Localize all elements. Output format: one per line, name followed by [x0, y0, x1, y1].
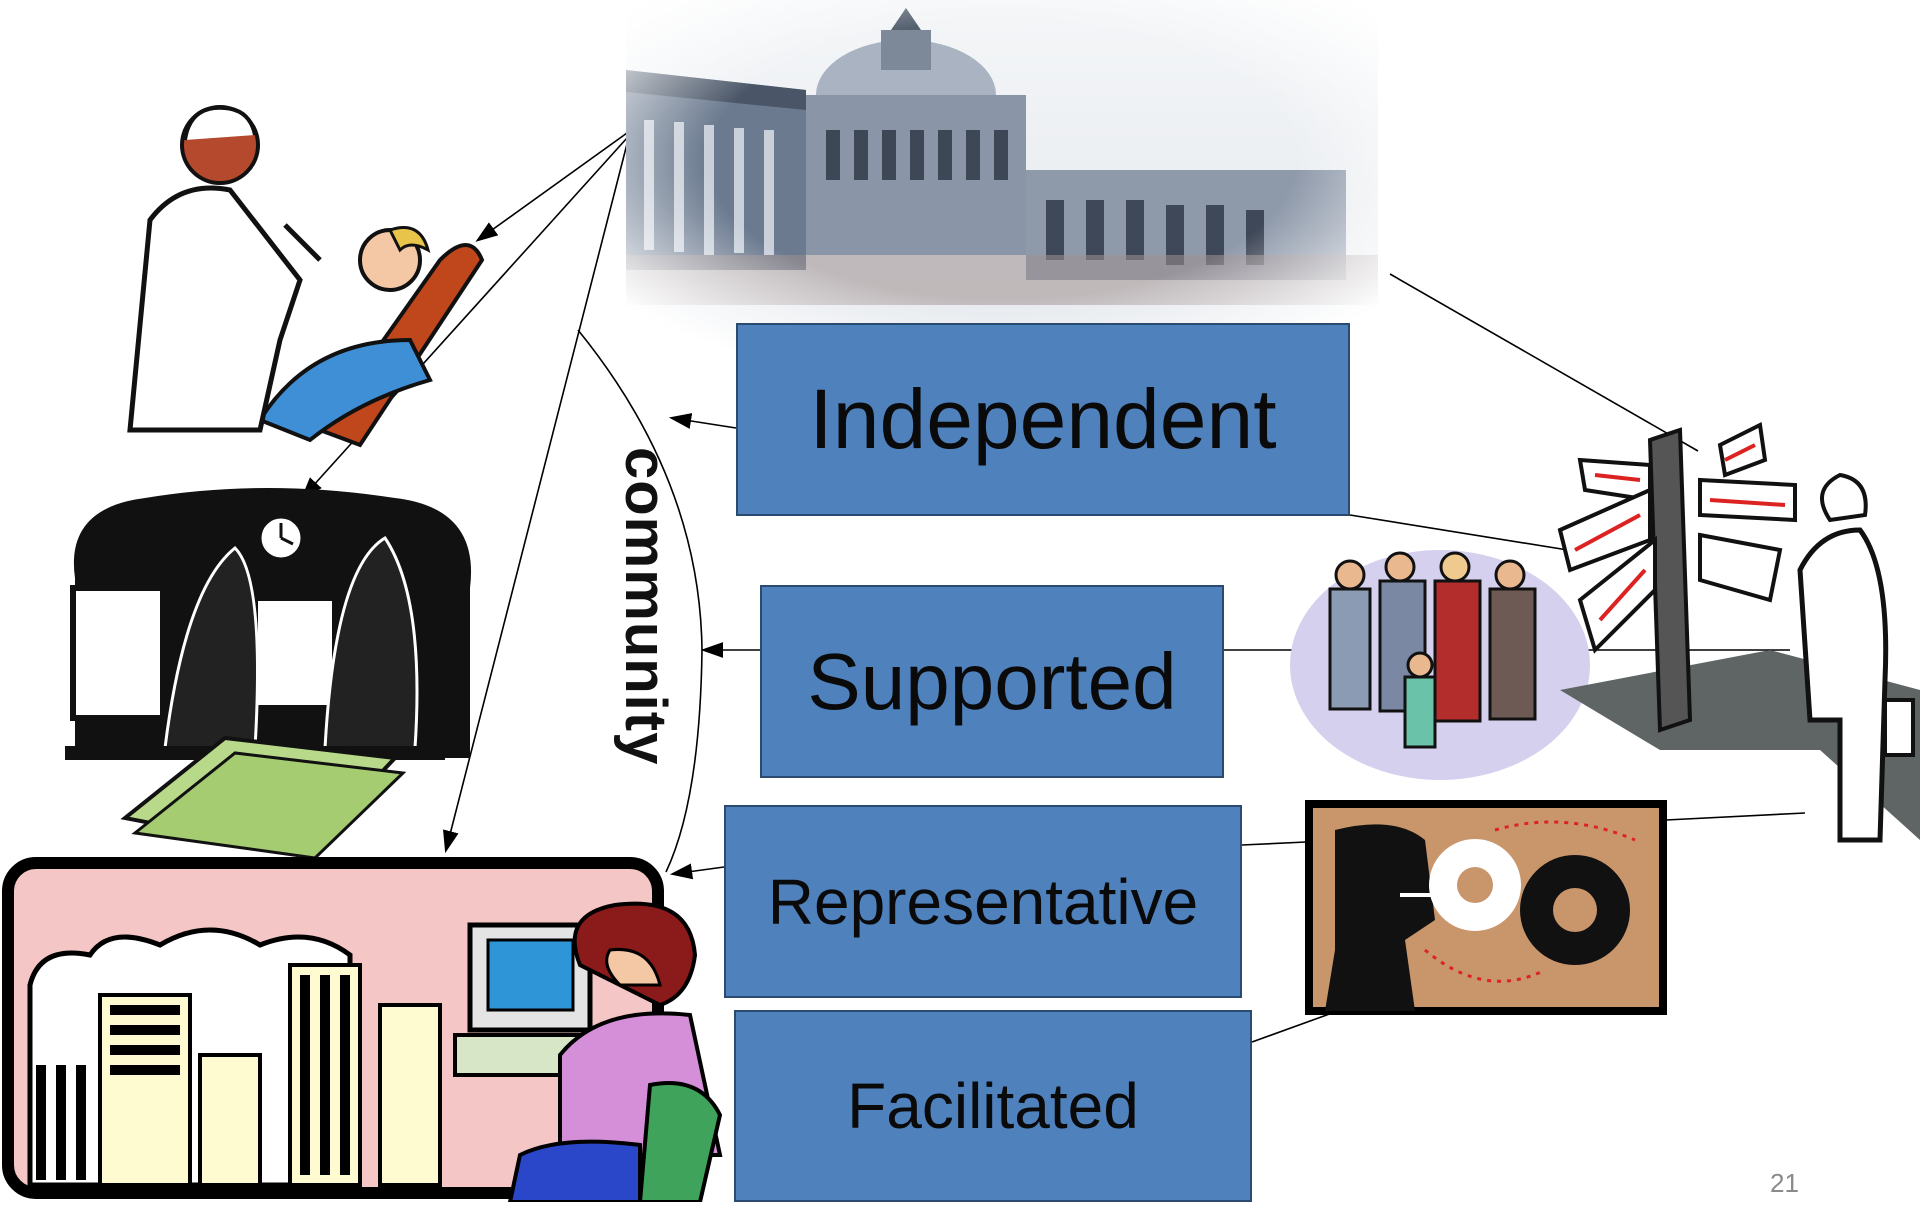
- community-label: community: [613, 447, 678, 766]
- line-capitol-to-signpost: [1389, 273, 1699, 452]
- crowd-clipart: [1290, 545, 1590, 795]
- page-number: 21: [1770, 1168, 1799, 1198]
- line-independent-to-signpost: [1349, 514, 1581, 553]
- facilitated-label: Facilitated: [847, 1070, 1139, 1142]
- representative-label: Representative: [767, 865, 1199, 938]
- line-gears-to-person: [1665, 812, 1806, 821]
- arrow-capitol-to-city: [443, 139, 629, 854]
- dentist-clipart: [110, 100, 490, 450]
- gears-head-clipart: [1305, 800, 1667, 1015]
- city-computer-clipart: [0, 855, 735, 1204]
- arrow-representative-to-community: [669, 863, 725, 880]
- independent-box: Independent: [736, 323, 1350, 516]
- arrow-independent-to-community: [668, 413, 737, 429]
- capitol-building-image: [626, 0, 1378, 355]
- supported-box: Supported: [760, 585, 1224, 778]
- representative-box: Representative: [724, 805, 1242, 998]
- line-facilitated-to-gears: [1251, 1011, 1336, 1043]
- facilitated-box: Facilitated: [734, 1010, 1252, 1202]
- independent-label: Independent: [809, 372, 1277, 466]
- line-representative-to-gears: [1241, 841, 1307, 846]
- supported-label: Supported: [807, 636, 1177, 726]
- community-arc: [577, 329, 703, 873]
- business-meeting-clipart: [65, 488, 480, 860]
- signpost-person-clipart: [1540, 420, 1920, 870]
- arrow-capitol-to-dentist: [475, 132, 628, 242]
